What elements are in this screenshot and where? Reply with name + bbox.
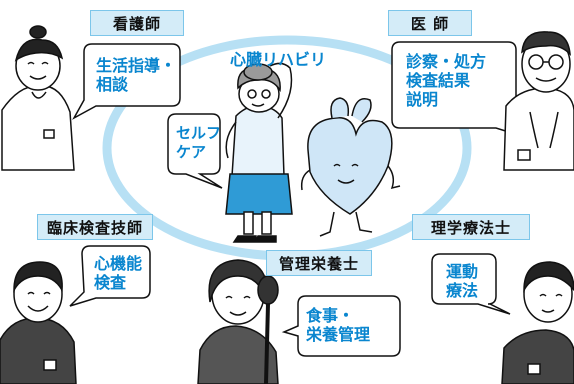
center-title: 心臓リハビリ [230,50,327,69]
lab-tech-bubble-text: 心機能 検査 [94,254,142,292]
doctor-bubble-line-3: 説明 [406,90,439,109]
doctor-figure [503,31,574,171]
dietitian-bubble-line-1: 食事・ [306,306,355,325]
heart-mascot [300,97,401,237]
doctor-bubble-line-2: 検査結果 [406,71,471,90]
physio-speech-bubble [431,253,511,315]
role-label-doctor: 医 師 [388,10,472,36]
self-care-bubble-text: セルフ ケア [176,124,221,162]
physio-figure [501,261,574,384]
dietitian-speech-bubble [281,295,401,357]
role-label-dietitian: 管理栄養士 [266,250,372,276]
lab-tech-figure [0,261,77,384]
dietitian-bubble-line-2: 栄養管理 [306,325,371,344]
doctor-bubble-text: 診察・処方 検査結果 説明 [406,52,486,109]
doctor-bubble-line-1: 診察・処方 [406,52,487,71]
physio-bubble-text: 運動 療法 [446,262,478,300]
dietitian-bubble-text: 食事・ 栄養管理 [306,306,370,344]
patient-figure [225,62,293,243]
lab-tech-bubble-line-2: 検査 [94,273,127,292]
nurse-figure [1,25,75,171]
dietitian-figure [197,259,279,384]
role-label-lab-tech: 臨床検査技師 [37,214,153,240]
self-care-bubble-line-1: セルフ [176,124,222,142]
self-care-speech-bubble [167,113,223,189]
nurse-bubble-line-2: 相談 [96,75,129,94]
nurse-bubble-text: 生活指導・ 相談 [96,56,176,94]
physio-bubble-line-2: 療法 [446,281,479,300]
lab-tech-speech-bubble [69,245,151,307]
physio-bubble-line-1: 運動 [446,262,479,281]
nurse-bubble-line-1: 生活指導・ [96,56,177,75]
nurse-speech-bubble [72,43,181,120]
role-label-physio: 理学療法士 [412,214,530,240]
lab-tech-bubble-line-1: 心機能 [94,254,143,273]
self-care-bubble-line-2: ケア [176,143,207,161]
role-label-nurse: 看護師 [90,10,184,36]
